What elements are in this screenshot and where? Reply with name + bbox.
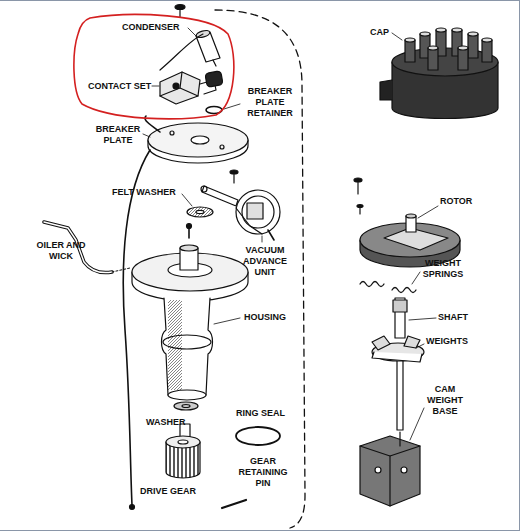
- part-label: WASHER: [146, 417, 196, 428]
- part-label: VACUUM ADVANCE UNIT: [238, 245, 292, 278]
- part-label: GEAR RETAINING PIN: [236, 456, 290, 489]
- ring-seal: [236, 427, 280, 445]
- part-label: BREAKER PLATE: [94, 124, 142, 146]
- shaft: [372, 298, 436, 430]
- felt-washer: [182, 194, 213, 217]
- part-label: CAP: [370, 27, 400, 38]
- housing: [132, 245, 248, 400]
- part-label: WEIGHTS: [426, 336, 476, 347]
- part-label: BREAKER PLATE RETAINER: [244, 86, 296, 119]
- part-label: OILER AND WICK: [34, 240, 88, 262]
- rotor: [360, 206, 460, 267]
- part-label: FELT WASHER: [112, 187, 184, 198]
- part-label: CONDENSER: [122, 22, 180, 33]
- part-label: RING SEAL: [236, 408, 296, 419]
- part-label: SHAFT: [438, 312, 478, 323]
- part-label: DRIVE GEAR: [140, 486, 212, 497]
- contact-set: [160, 71, 223, 104]
- vacuum-advance-unit: [201, 170, 280, 242]
- weights: [372, 336, 420, 350]
- drive-gear: [166, 424, 200, 478]
- part-label: WEIGHT SPRINGS: [420, 258, 466, 280]
- cam-weight-base: [360, 408, 424, 506]
- breaker-plate: [143, 116, 248, 163]
- condenser: [160, 29, 220, 70]
- part-label: CONTACT SET: [88, 81, 151, 92]
- part-label: CAM WEIGHT BASE: [424, 384, 466, 417]
- highlight-outline-group: CONDENSER CONTACT SET: [70, 12, 238, 122]
- part-label: ROTOR: [440, 196, 480, 207]
- weight-springs: [360, 272, 420, 293]
- part-label: HOUSING: [244, 312, 296, 323]
- rotor-screw: [354, 178, 363, 214]
- washer: [174, 402, 198, 410]
- gear-retaining-pin: [222, 500, 246, 508]
- condenser-screw: [175, 5, 185, 18]
- cap: [380, 28, 498, 119]
